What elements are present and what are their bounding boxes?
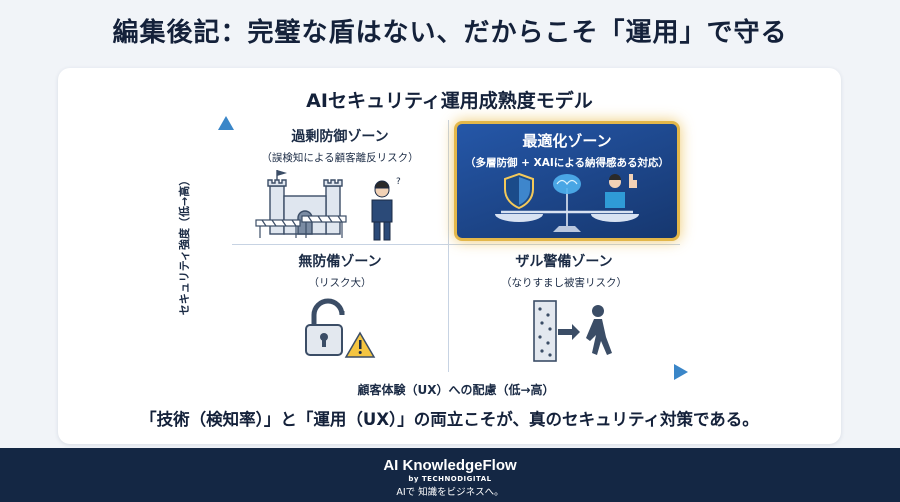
horizontal-divider bbox=[232, 244, 680, 245]
quadrant-title: ザル警備ゾーン bbox=[515, 254, 613, 270]
page-title: 編集後記：完璧な盾はない、だからこそ「運用」で守る bbox=[112, 18, 788, 48]
footer: AI KnowledgeFlow by TECHNODIGITAL AIで 知識… bbox=[0, 448, 900, 502]
footer-brand: AI KnowledgeFlow bbox=[383, 457, 517, 474]
quadrant-subtitle: （多層防御 + XAIによる納得感ある対応） bbox=[465, 157, 669, 169]
quadrant-loose-security: ザル警備ゾーン （なりすまし被害リスク） bbox=[448, 251, 680, 369]
x-axis-arrow bbox=[674, 364, 688, 380]
quadrant-subtitle: （なりすまし被害リスク） bbox=[501, 277, 627, 289]
quadrant-optimized: 最適化ゾーン （多層防御 + XAIによる納得感ある対応） bbox=[454, 121, 680, 241]
quadrant-defenseless: 無防備ゾーン （リスク大） bbox=[232, 251, 448, 369]
quadrant-subtitle: （リスク大） bbox=[308, 277, 372, 289]
footer-tagline: AIで 知識をビジネスへ。 bbox=[396, 487, 504, 498]
castle-barricade-icon: ? bbox=[255, 170, 401, 241]
unlocked-padlock-warning-icon bbox=[305, 298, 376, 358]
diagram-title: AIセキュリティ運用成熟度モデル bbox=[306, 90, 593, 112]
vertical-divider bbox=[448, 120, 449, 372]
quadrant-title: 過剰防御ゾーン bbox=[291, 129, 389, 145]
balance-shield-brain-icon bbox=[495, 172, 639, 232]
x-axis-label: 顧客体験（UX）への配慮（低→高） bbox=[357, 383, 555, 397]
svg-text:?: ? bbox=[396, 177, 401, 187]
y-axis-arrow bbox=[218, 116, 234, 130]
diagram-panel: AIセキュリティ運用成熟度モデル セキュリティ強度（低→高） 過剰防御ゾーン （… bbox=[58, 68, 841, 444]
quadrant-title: 無防備ゾーン bbox=[298, 254, 382, 270]
axes bbox=[218, 116, 688, 380]
conclusion-message: 「技術（検知率）」と「運用（UX）」の両立こそが、真のセキュリティ対策である。 bbox=[140, 410, 759, 429]
quadrant-over-defense: 過剰防御ゾーン （誤検知による顧客離反リスク） bbox=[232, 126, 448, 244]
footer-by: by TECHNODIGITAL bbox=[408, 475, 492, 483]
porous-wall-walker-icon bbox=[533, 300, 612, 362]
quadrant-title: 最適化ゾーン bbox=[522, 132, 612, 150]
quadrant-subtitle: （誤検知による顧客離反リスク） bbox=[261, 152, 419, 164]
y-axis-label: セキュリティ強度（低→高） bbox=[178, 174, 191, 316]
quadrant-grid: 過剰防御ゾーン （誤検知による顧客離反リスク） bbox=[232, 120, 680, 372]
